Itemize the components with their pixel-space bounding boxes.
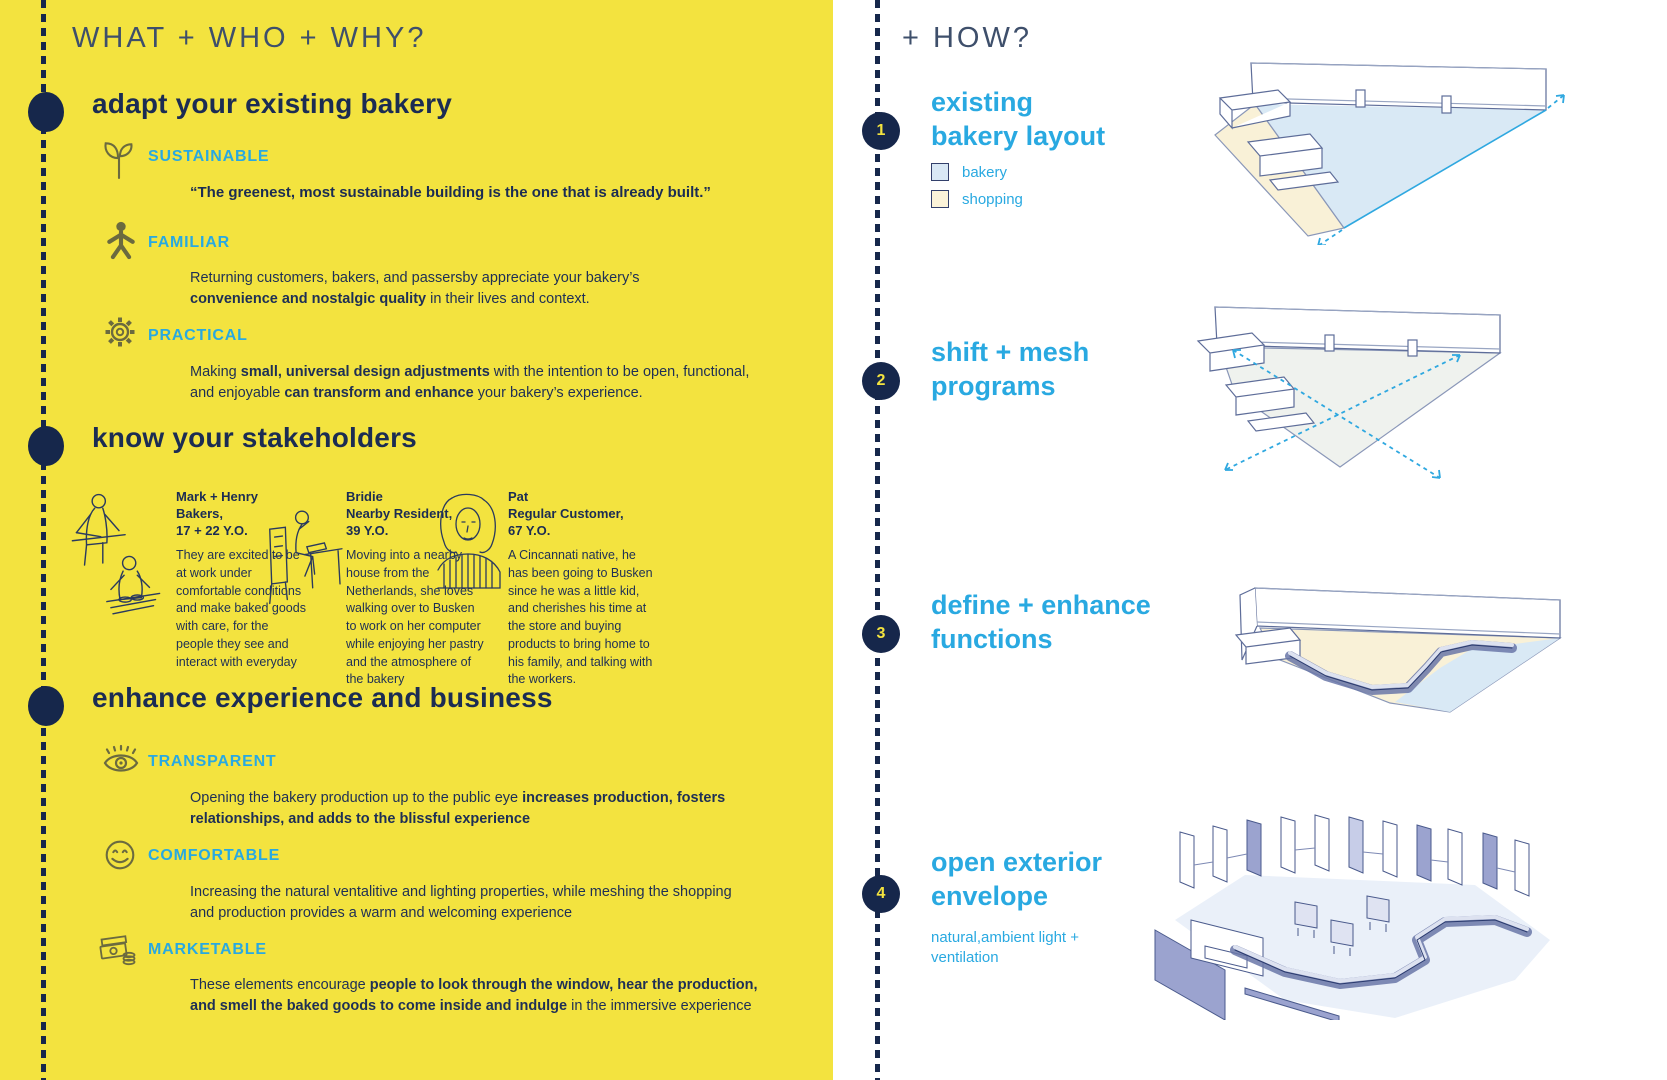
practical-text: Making small, universal design adjustmen… <box>190 364 750 401</box>
open-envelope-axon <box>1095 770 1570 1020</box>
shift-mesh-axon <box>1140 295 1520 490</box>
legend-row-bakery: bakery <box>931 163 1023 181</box>
step-number-text: 2 <box>876 372 886 389</box>
what-who-why-panel <box>0 0 833 1080</box>
persona-bio: They are excited to be at work under com… <box>176 548 306 669</box>
step-number-2: 2 <box>862 362 900 400</box>
persona-name: Bridie Nearby Resident, 39 Y.O. <box>346 489 453 538</box>
middle-dotted-timeline <box>875 0 880 1080</box>
section-heading-stakeholders: know your stakeholders <box>92 422 417 453</box>
right-panel-title: + HOW? <box>902 22 1032 54</box>
persona-bio: Moving into a nearby house from the Neth… <box>346 548 484 687</box>
section-bullet <box>28 92 64 132</box>
persona-name: Pat Regular Customer, 67 Y.O. <box>508 489 624 538</box>
shopping-swatch <box>931 190 949 208</box>
legend-row-shopping: shopping <box>931 190 1023 208</box>
step-number-text: 4 <box>876 885 886 902</box>
legend-label-bakery: bakery <box>962 163 1008 181</box>
section-bullet <box>28 686 64 726</box>
layout-legend: bakery shopping <box>931 163 1023 217</box>
item-label-practical: PRACTICAL <box>148 327 248 344</box>
bakery-swatch <box>931 163 949 181</box>
persona-bio: A Cincannati native, he has been going t… <box>508 548 653 687</box>
persona-name: Mark + Henry Bakers, 17 + 22 Y.O. <box>176 489 259 538</box>
step-number-1: 1 <box>862 112 900 150</box>
section-bullet <box>28 426 64 466</box>
person-icon <box>103 220 139 260</box>
comfortable-text: Increasing the natural ventalitive and l… <box>190 884 732 921</box>
step-number-text: 1 <box>876 122 886 139</box>
step-number-text: 3 <box>876 625 886 642</box>
marketable-text: These elements encourage people to look … <box>190 977 758 1014</box>
section-heading-enhance: enhance experience and business <box>92 682 553 713</box>
money-icon <box>97 928 139 968</box>
gear-icon <box>100 312 140 352</box>
resident-with-laptop-sketch <box>256 498 344 620</box>
section-heading-adapt: adapt your existing bakery <box>92 88 452 119</box>
bakers-at-work-sketch <box>66 488 168 630</box>
item-label-sustainable: SUSTAINABLE <box>148 148 270 165</box>
step-title-shift-mesh: shift + mesh programs <box>931 337 1090 401</box>
smiley-icon <box>101 836 139 874</box>
legend-label-shopping: shopping <box>962 190 1023 208</box>
item-label-familiar: FAMILIAR <box>148 234 230 251</box>
item-label-comfortable: COMFORTABLE <box>148 847 281 864</box>
existing-layout-axon <box>1160 50 1570 245</box>
step-title-define-enhance: define + enhance functions <box>931 590 1151 654</box>
transparent-text: Opening the bakery production up to the … <box>190 790 726 827</box>
step-title-existing-layout: existing bakery layout <box>931 87 1106 151</box>
step-subtitle-open-envelope: natural,ambient light + ventilation <box>931 929 1080 967</box>
sustainable-quote: “The greenest, most sustainable building… <box>190 184 711 201</box>
left-dotted-timeline <box>41 0 46 1080</box>
item-label-transparent: TRANSPARENT <box>148 753 277 770</box>
leaf-icon <box>100 138 138 180</box>
step-number-3: 3 <box>862 615 900 653</box>
familiar-text: Returning customers, bakers, and passers… <box>190 270 640 307</box>
item-label-marketable: MARKETABLE <box>148 941 267 958</box>
step-title-open-envelope: open exterior envelope <box>931 847 1103 911</box>
elderly-customer-portrait-sketch <box>434 492 504 592</box>
left-panel-title: WHAT + WHO + WHY? <box>72 22 427 54</box>
step-number-4: 4 <box>862 875 900 913</box>
define-enhance-axon <box>1140 540 1570 720</box>
eye-icon <box>100 740 142 778</box>
